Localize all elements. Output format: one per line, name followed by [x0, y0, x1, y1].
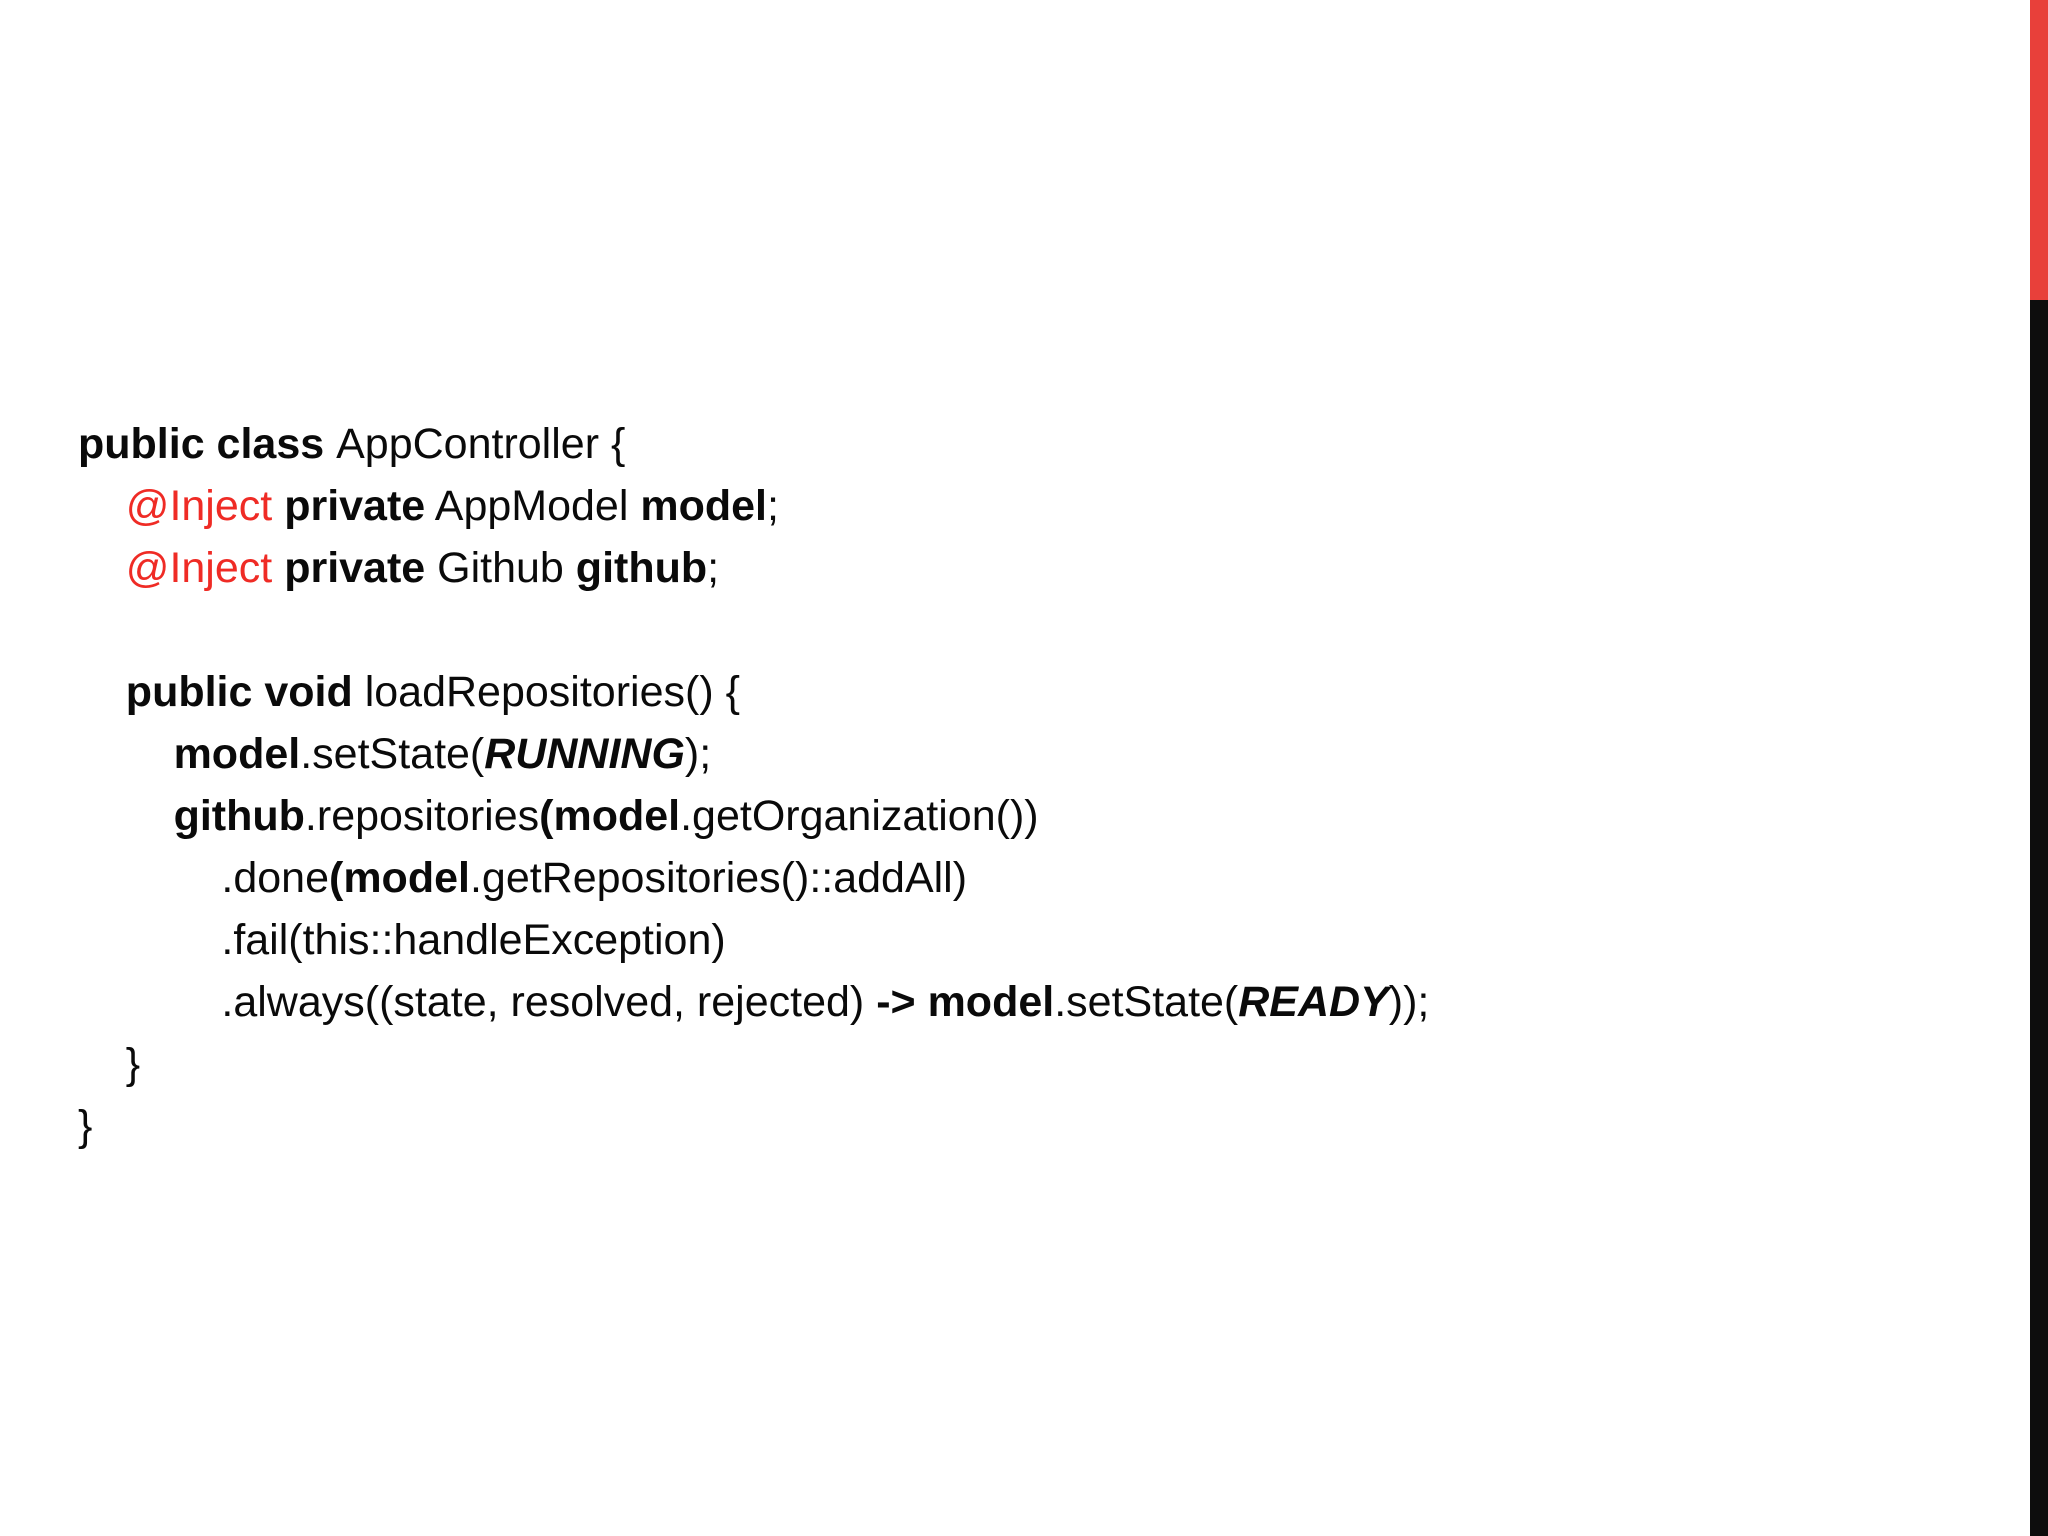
code-indent: [78, 730, 174, 778]
code-token: (: [328, 854, 344, 902]
code-listing: public class AppController { @Inject pri…: [78, 413, 1878, 1157]
code-token: @Inject: [125, 544, 273, 592]
code-token: model: [553, 792, 681, 840]
code-indent: [78, 482, 126, 530]
code-token: AppController {: [336, 420, 626, 468]
code-token: AppModel: [425, 482, 641, 530]
code-token: .getOrganization()): [680, 792, 1039, 840]
code-indent: [78, 978, 221, 1026]
code-token: .repositories: [304, 792, 540, 840]
code-token: .always((state, resolved, rejected): [221, 978, 877, 1026]
code-token: .fail(this::handleException): [221, 916, 726, 964]
code-indent: [78, 792, 174, 840]
code-indent: [78, 854, 221, 902]
code-token: model: [640, 482, 767, 530]
code-token: loadRepositories() {: [364, 668, 740, 716]
code-line: @Inject private Github github;: [78, 537, 1878, 599]
code-indent: [78, 544, 126, 592]
code-line: [78, 599, 1878, 661]
code-indent: [78, 916, 221, 964]
code-token: .getRepositories()::addAll): [469, 854, 968, 902]
code-token: [272, 544, 284, 592]
decor-black-bar: [2030, 300, 2048, 1536]
code-token: public class: [78, 420, 337, 468]
code-token: private: [284, 482, 426, 530]
code-token: ->: [876, 978, 916, 1026]
code-line: public void loadRepositories() {: [78, 661, 1878, 723]
code-line: .always((state, resolved, rejected) -> m…: [78, 971, 1878, 1033]
code-token: public void: [125, 668, 365, 716]
code-token: }: [125, 1040, 141, 1088]
code-token: github: [173, 792, 305, 840]
code-token: @Inject: [125, 482, 273, 530]
code-token: [272, 482, 284, 530]
code-token: .done: [221, 854, 329, 902]
code-indent: [78, 668, 126, 716]
code-token: READY: [1238, 978, 1389, 1026]
code-line: .fail(this::handleException): [78, 909, 1878, 971]
code-token: (: [539, 792, 554, 840]
code-token: RUNNING: [484, 730, 685, 778]
code-line: .done(model.getRepositories()::addAll): [78, 847, 1878, 909]
code-token: github: [575, 544, 708, 592]
code-token: [916, 978, 928, 1026]
code-token: model: [173, 730, 301, 778]
code-line: model.setState(RUNNING);: [78, 723, 1878, 785]
code-token: private: [284, 544, 426, 592]
code-indent: [78, 1040, 126, 1088]
code-line: }: [78, 1033, 1878, 1095]
code-token: .setState(: [300, 730, 485, 778]
code-token: Github: [425, 544, 576, 592]
code-token: ));: [1388, 978, 1430, 1026]
code-token: ;: [767, 482, 779, 530]
code-line: @Inject private AppModel model;: [78, 475, 1878, 537]
decor-red-bar: [2030, 0, 2048, 300]
code-token: );: [684, 730, 712, 778]
code-token: ;: [707, 544, 720, 592]
code-token: .setState(: [1054, 978, 1239, 1026]
code-token: }: [78, 1102, 93, 1150]
code-token: model: [927, 978, 1055, 1026]
code-line: public class AppController {: [78, 413, 1878, 475]
code-line: github.repositories(model.getOrganizatio…: [78, 785, 1878, 847]
code-line: }: [78, 1095, 1878, 1157]
code-token: model: [343, 854, 470, 902]
